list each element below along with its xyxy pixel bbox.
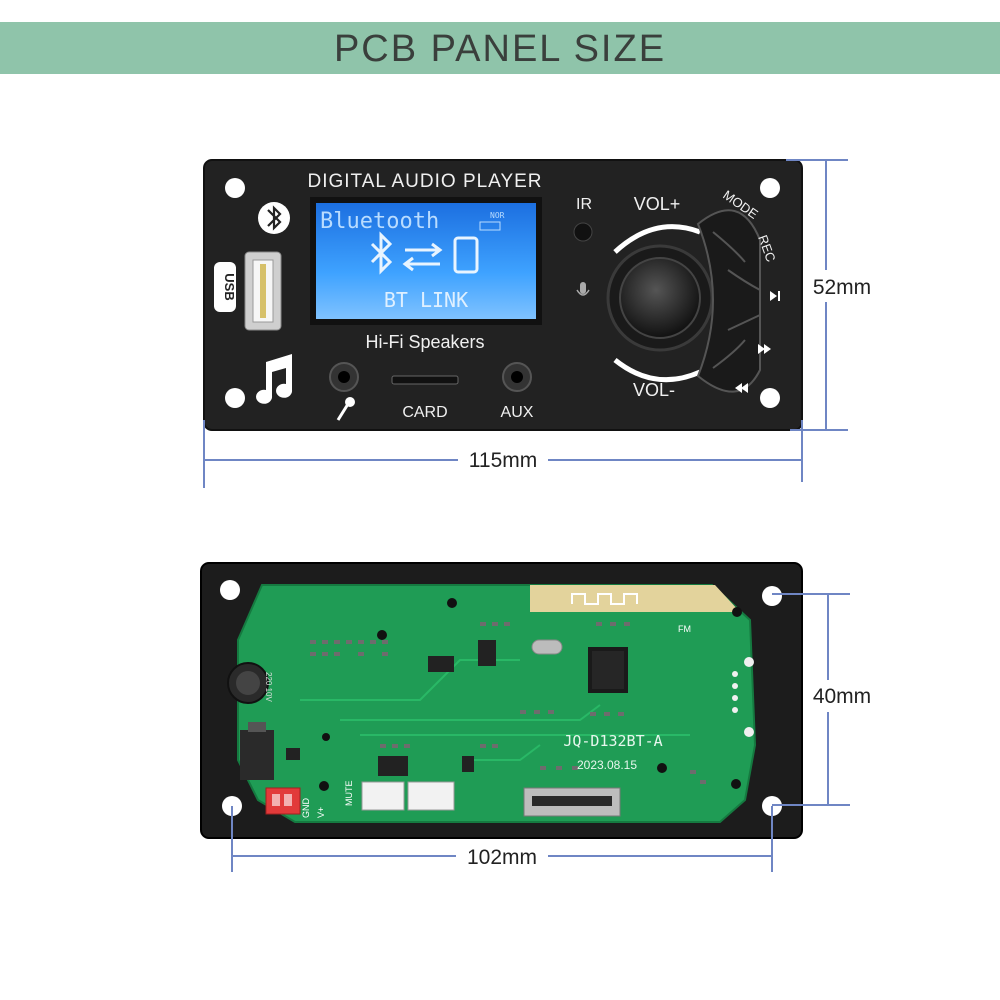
regulator — [240, 722, 274, 780]
usb-label: USB — [214, 262, 237, 312]
microphone-icon — [336, 397, 355, 421]
title-banner: PCB PANEL SIZE — [0, 22, 1000, 74]
aux-label: AUX — [501, 404, 534, 421]
screw-hole — [760, 178, 780, 198]
antenna-strip — [530, 585, 740, 612]
music-note-icon — [256, 354, 293, 404]
page-title: PCB PANEL SIZE — [333, 28, 667, 70]
front-panel-subtitle: Hi-Fi Speakers — [365, 332, 484, 352]
front-height-label: 52mm — [813, 276, 871, 299]
capacitor — [227, 662, 269, 704]
crystal-oscillator — [531, 639, 563, 655]
bluetooth-icon — [258, 202, 290, 234]
front-panel-title: DIGITAL AUDIO PLAYER — [307, 171, 542, 192]
lcd-line1: Bluetooth — [320, 209, 439, 234]
lcd-badge: NOR — [490, 211, 505, 220]
volume-knob[interactable] — [606, 244, 714, 352]
lcd-phone-icon — [453, 236, 479, 274]
front-panel: DIGITAL AUDIO PLAYER USB Bluetooth NOR — [203, 159, 803, 431]
vol-plus-label: VOL+ — [634, 194, 681, 214]
lcd-bluetooth-icon — [370, 231, 393, 275]
label-mute: MUTE — [344, 781, 354, 807]
usb-port[interactable] — [244, 251, 282, 331]
ir-label: IR — [576, 196, 592, 213]
label-gnd: GND — [301, 798, 311, 819]
power-connector — [265, 787, 301, 815]
vol-up-arc — [613, 224, 701, 254]
screw-hole — [225, 388, 245, 408]
prev-icon — [735, 383, 748, 393]
pin-header — [732, 657, 754, 737]
label-v-plus: V+ — [316, 807, 326, 818]
pcb-board — [237, 584, 757, 823]
ic-chips — [286, 640, 496, 776]
back-dimension-lines — [231, 593, 850, 872]
screw-hole — [225, 178, 245, 198]
lcd-line2: BT LINK — [384, 288, 468, 312]
mode-button[interactable] — [712, 226, 742, 256]
board-model: JQ-D132BT-A — [563, 732, 662, 750]
smd-components — [310, 622, 706, 784]
play-pause-icon — [770, 291, 780, 301]
microphone-small-icon — [576, 282, 590, 296]
ir-receiver — [573, 222, 593, 242]
mic-jack[interactable] — [329, 362, 359, 392]
next-button[interactable] — [728, 322, 760, 350]
tf-card-socket — [523, 787, 621, 817]
lcd-arrows-icon — [402, 242, 443, 272]
back-height-label: 40mm — [813, 685, 871, 708]
side-button-group — [696, 209, 761, 393]
label-fm: FM — [678, 624, 691, 634]
mount-holes-pcb — [319, 598, 742, 791]
white-connector — [361, 781, 455, 811]
screw-hole — [220, 580, 240, 600]
rec-button[interactable] — [728, 260, 760, 290]
svg-text:USB: USB — [222, 273, 237, 300]
back-panel: 220 10V GND V+ MUTE FM — [200, 562, 803, 839]
vol-down-arc — [613, 358, 702, 383]
prev-button[interactable] — [712, 352, 742, 382]
main-chip — [588, 647, 628, 693]
back-width-label: 102mm — [467, 846, 537, 869]
card-label: CARD — [402, 404, 447, 421]
vol-minus-label: VOL- — [633, 380, 675, 400]
aux-jack[interactable] — [502, 362, 532, 392]
front-width-label: 115mm — [469, 449, 537, 472]
lcd-screen: Bluetooth NOR BT LINK — [310, 197, 542, 325]
play-pause-button[interactable] — [732, 292, 762, 320]
board-date: 2023.08.15 — [577, 758, 637, 772]
screw-hole — [762, 586, 782, 606]
capacitor-label: 220 10V — [264, 672, 273, 702]
front-dimension-lines — [203, 159, 848, 488]
card-slot[interactable] — [391, 375, 459, 385]
next-icon — [758, 344, 771, 354]
screw-hole — [760, 388, 780, 408]
